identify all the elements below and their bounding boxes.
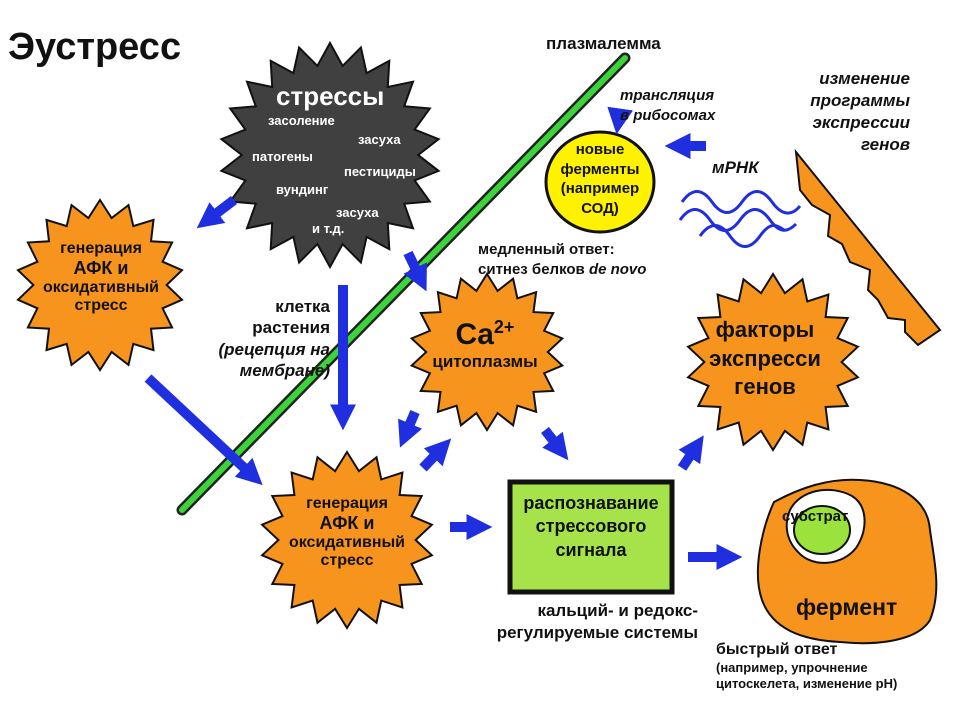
cell-label-line: клетка xyxy=(275,297,330,316)
ros-bottom-line: генерация xyxy=(306,495,388,512)
arrow-ros-to-calcium xyxy=(419,438,452,472)
recognition-line: стрессового xyxy=(535,516,647,537)
stress-item: пестициды xyxy=(344,164,416,179)
new-enzymes-circle xyxy=(544,130,656,234)
arrow-calcium-to-recognition xyxy=(541,426,569,461)
arrow-stress-to-ros xyxy=(196,196,238,229)
fast-response-label: быстрый ответ (например, упрочнение цито… xyxy=(716,640,897,693)
translation-line: в рибосомах xyxy=(620,107,716,125)
factors-burst xyxy=(686,272,860,452)
mrna-strands xyxy=(678,190,802,248)
ros-bottom-line: оксидативный xyxy=(288,534,406,552)
new-enzymes-label: новые ферменты (например СОД) xyxy=(546,140,654,218)
ros-top-line: АФК и xyxy=(73,258,129,279)
new-enzymes-line: ферменты xyxy=(560,160,640,178)
arrow-recognition-to-factors xyxy=(677,435,704,471)
stress-item: вундинг xyxy=(276,182,329,197)
ros-top-burst xyxy=(16,198,184,372)
ros-top-line: стресс xyxy=(74,297,128,315)
arrow-translation xyxy=(607,106,634,135)
recognition-line: сигнала xyxy=(555,539,627,560)
stress-item: патогены xyxy=(252,149,313,164)
arrow-calcium-to-ros xyxy=(398,410,423,448)
factors-line: экспресси xyxy=(709,345,821,371)
recognition-label: распознавание стрессового сигнала xyxy=(510,492,672,562)
new-enzymes-line: (например xyxy=(560,180,640,197)
recognition-box xyxy=(507,479,675,595)
calcium-charge: 2+ xyxy=(493,317,515,337)
regulated-line: кальций- и редокс- xyxy=(537,601,698,620)
recognition-line: распознавание xyxy=(523,493,659,513)
regulated-line: регулируемые системы xyxy=(496,623,698,643)
mrna-label: мРНК xyxy=(712,158,759,177)
arrow-stress-to-calcium xyxy=(403,250,427,292)
stress-item: засуха xyxy=(358,132,401,147)
substrate-shape xyxy=(793,505,851,555)
program-line: программы xyxy=(810,91,910,111)
program-change-label: изменение программы экспрессии генов xyxy=(760,68,910,156)
new-enzymes-line: новые xyxy=(575,141,625,158)
arrows xyxy=(144,106,743,570)
slow-response-line2: ситнез белков xyxy=(478,260,589,278)
factors-line: факторы xyxy=(715,317,815,342)
stress-item: и т.д. xyxy=(312,221,345,236)
gene-program-shape xyxy=(794,148,942,347)
slow-response-line1: медленный ответ: xyxy=(478,241,615,258)
fast-response-line: (например, упрочнение xyxy=(716,660,868,675)
substrate-label: субстрат xyxy=(782,508,849,525)
ros-bottom-line: стресс xyxy=(320,552,374,570)
calcium-symbol: Ca xyxy=(455,318,494,351)
cell-label: клетка растения (рецепция на мембране) xyxy=(160,296,331,381)
translation-line: трансляция xyxy=(620,87,715,104)
factors-line: генов xyxy=(734,374,796,400)
program-line: генов xyxy=(860,135,910,155)
program-line: изменение xyxy=(819,69,910,88)
stresses-title: стрессы xyxy=(276,81,385,111)
ros-top-line: оксидативный xyxy=(42,279,160,297)
program-line: экспрессии xyxy=(812,113,910,133)
arrow-ros-diagonal xyxy=(144,374,263,486)
calcium-sub: цитоплазмы xyxy=(432,352,538,371)
stress-item: засуха xyxy=(336,205,379,220)
calcium-burst xyxy=(409,272,565,432)
fast-response-line: быстрый ответ xyxy=(716,641,838,658)
stresses-burst xyxy=(219,40,441,270)
new-enzymes-line: СОД) xyxy=(581,199,619,217)
slow-response-label: медленный ответ: ситнез белков de novo xyxy=(478,240,646,279)
page-title: Эустресс xyxy=(8,26,182,68)
cell-label-line: мембране) xyxy=(239,360,330,380)
cell-label-line: растения xyxy=(252,318,330,338)
enzyme-label: фермент xyxy=(796,594,898,620)
ros-bottom-burst xyxy=(260,450,434,630)
fast-response-line: цитоскелета, изменение pH) xyxy=(716,676,898,692)
cell-label-line: (рецепция на xyxy=(218,339,331,359)
ros-top-label: генерация АФК и оксидативный стресс xyxy=(26,240,176,316)
ros-bottom-line: АФК и xyxy=(319,513,375,534)
calcium-label: Ca2+ цитоплазмы xyxy=(420,318,550,372)
ros-bottom-label: генерация АФК и оксидативный стресс xyxy=(272,495,422,571)
ros-top-line: генерация xyxy=(60,240,142,257)
translation-label: трансляция в рибосомах xyxy=(620,86,715,127)
slow-response-de-novo: de novo xyxy=(588,260,647,278)
factors-label: факторы экспресси генов xyxy=(700,316,830,402)
plasmalemma-label: плазмалемма xyxy=(546,34,661,53)
stress-item: засоление xyxy=(268,113,335,128)
regulated-systems-label: кальций- и редокс- регулируемые системы xyxy=(420,600,698,644)
